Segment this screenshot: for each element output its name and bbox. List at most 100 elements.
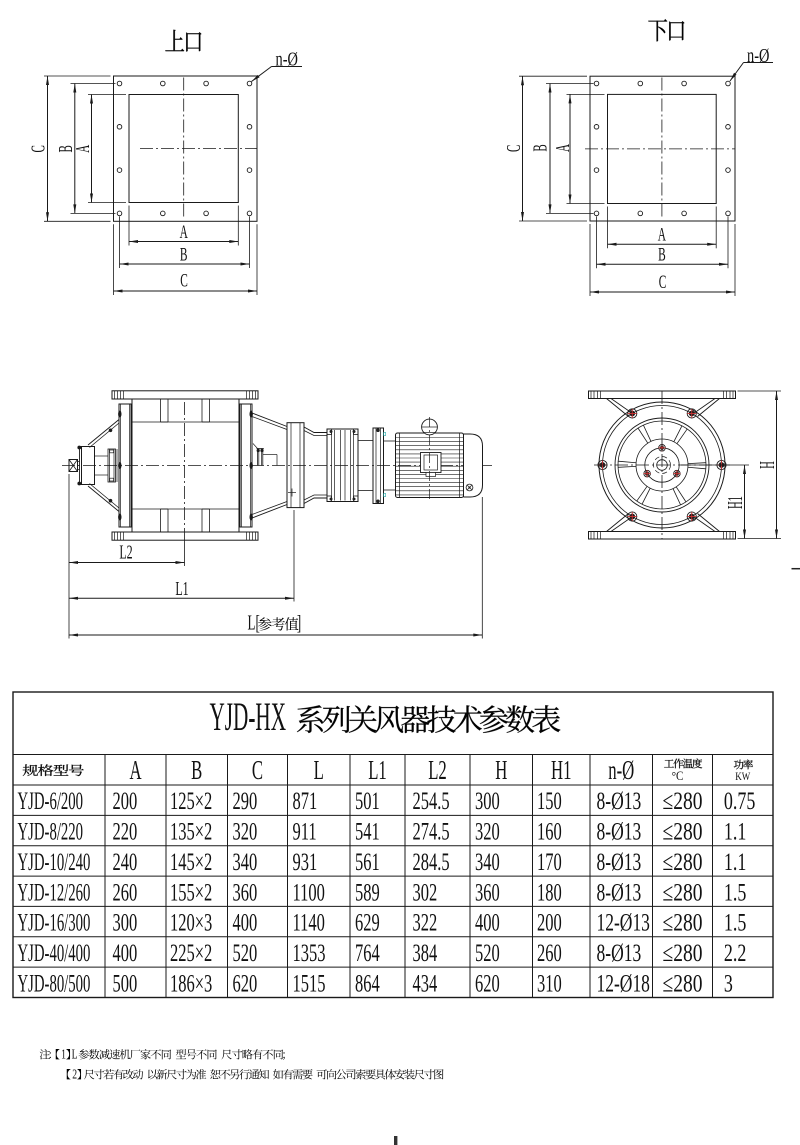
svg-text:≤280: ≤280 bbox=[663, 787, 703, 815]
svg-text:1: 1 bbox=[61, 1047, 66, 1062]
svg-text:B: B bbox=[530, 144, 551, 151]
svg-text:≤280: ≤280 bbox=[663, 878, 703, 906]
svg-text:L: L bbox=[72, 1047, 78, 1062]
svg-text:520: 520 bbox=[233, 939, 258, 967]
svg-text:931: 931 bbox=[293, 847, 318, 875]
svg-text:L[: L[ bbox=[248, 610, 260, 634]
svg-text:8-Ø13: 8-Ø13 bbox=[597, 878, 642, 906]
svg-text:170: 170 bbox=[537, 847, 562, 875]
svg-text:YJD-16/300: YJD-16/300 bbox=[18, 910, 91, 937]
svg-text:C: C bbox=[659, 272, 667, 293]
svg-text:620: 620 bbox=[475, 969, 500, 997]
svg-text:186×3: 186×3 bbox=[170, 969, 212, 997]
svg-text:225×2: 225×2 bbox=[170, 939, 212, 967]
svg-text:155×2: 155×2 bbox=[170, 878, 212, 906]
svg-text:YJD-40/400: YJD-40/400 bbox=[18, 940, 91, 967]
svg-text:C: C bbox=[28, 145, 49, 152]
svg-text:YJD-10/240: YJD-10/240 bbox=[18, 849, 91, 876]
svg-text:541: 541 bbox=[355, 817, 380, 845]
svg-text:340: 340 bbox=[475, 847, 500, 875]
svg-text:284.5: 284.5 bbox=[413, 847, 450, 875]
svg-text:L2: L2 bbox=[119, 540, 132, 563]
svg-text:≤280: ≤280 bbox=[663, 848, 703, 876]
svg-text:200: 200 bbox=[537, 908, 562, 936]
svg-text:H: H bbox=[755, 461, 779, 469]
svg-text:H1: H1 bbox=[723, 496, 747, 509]
svg-text:400: 400 bbox=[113, 939, 138, 967]
svg-text:290: 290 bbox=[233, 787, 258, 815]
svg-text:YJD-6/200: YJD-6/200 bbox=[18, 788, 84, 815]
svg-text:0.75: 0.75 bbox=[724, 787, 756, 815]
svg-text:8-Ø13: 8-Ø13 bbox=[597, 939, 642, 967]
svg-text:160: 160 bbox=[537, 817, 562, 845]
svg-text:620: 620 bbox=[233, 969, 258, 997]
svg-text:≤280: ≤280 bbox=[663, 817, 703, 845]
svg-text:1.1: 1.1 bbox=[724, 848, 746, 876]
svg-text:260: 260 bbox=[537, 939, 562, 967]
svg-text:300: 300 bbox=[475, 787, 500, 815]
svg-text:]: ] bbox=[297, 610, 301, 634]
svg-text:1140: 1140 bbox=[293, 908, 325, 936]
svg-text:YJD-8/220: YJD-8/220 bbox=[18, 819, 84, 846]
svg-text:302: 302 bbox=[413, 878, 438, 906]
svg-text:180: 180 bbox=[537, 878, 562, 906]
svg-text:240: 240 bbox=[113, 847, 138, 875]
svg-text:500: 500 bbox=[113, 969, 138, 997]
svg-text:B: B bbox=[56, 145, 77, 152]
svg-text:A: A bbox=[129, 755, 142, 785]
svg-text:871: 871 bbox=[293, 787, 318, 815]
svg-text:L: L bbox=[314, 755, 324, 785]
svg-text:n-Ø: n-Ø bbox=[608, 755, 634, 785]
svg-text:H1: H1 bbox=[551, 755, 571, 785]
svg-text:254.5: 254.5 bbox=[413, 787, 450, 815]
svg-text:501: 501 bbox=[355, 787, 380, 815]
svg-text:YJD-12/260: YJD-12/260 bbox=[18, 880, 91, 907]
svg-text:L2: L2 bbox=[428, 755, 447, 785]
svg-text:322: 322 bbox=[413, 908, 438, 936]
svg-text:B: B bbox=[180, 245, 188, 266]
svg-text:400: 400 bbox=[233, 908, 258, 936]
svg-text:L1: L1 bbox=[368, 755, 387, 785]
svg-text:589: 589 bbox=[355, 878, 380, 906]
svg-text:260: 260 bbox=[113, 878, 138, 906]
svg-text:8-Ø13: 8-Ø13 bbox=[597, 848, 642, 876]
svg-text:A: A bbox=[73, 145, 94, 153]
svg-text:L1: L1 bbox=[175, 577, 188, 600]
svg-text:8-Ø13: 8-Ø13 bbox=[597, 818, 642, 846]
svg-text:1353: 1353 bbox=[293, 939, 326, 967]
svg-text:320: 320 bbox=[475, 817, 500, 845]
svg-text:2: 2 bbox=[72, 1067, 77, 1082]
svg-text:KW: KW bbox=[735, 771, 750, 783]
svg-text:12-Ø18: 12-Ø18 bbox=[597, 969, 650, 997]
svg-text:864: 864 bbox=[355, 969, 380, 997]
svg-text:1.5: 1.5 bbox=[724, 878, 747, 906]
svg-text:384: 384 bbox=[413, 939, 438, 967]
svg-text:≤280: ≤280 bbox=[663, 939, 703, 967]
svg-text:274.5: 274.5 bbox=[413, 817, 450, 845]
svg-text:764: 764 bbox=[355, 939, 380, 967]
svg-text:H: H bbox=[495, 755, 507, 785]
svg-text:n-Ø: n-Ø bbox=[747, 44, 769, 67]
svg-text:A: A bbox=[180, 222, 189, 243]
svg-text:310: 310 bbox=[537, 969, 562, 997]
svg-text:1515: 1515 bbox=[293, 969, 326, 997]
svg-text:150: 150 bbox=[537, 787, 562, 815]
svg-text:200: 200 bbox=[113, 787, 138, 815]
svg-text:YJD-HX: YJD-HX bbox=[210, 694, 287, 739]
svg-text:C: C bbox=[252, 755, 263, 785]
svg-text:C: C bbox=[504, 145, 525, 152]
svg-text:434: 434 bbox=[413, 969, 438, 997]
svg-text:12-Ø13: 12-Ø13 bbox=[597, 909, 650, 937]
svg-text:B: B bbox=[658, 245, 666, 266]
svg-text:120×3: 120×3 bbox=[170, 908, 212, 936]
svg-text:320: 320 bbox=[233, 817, 258, 845]
svg-text:B: B bbox=[191, 755, 202, 785]
svg-text:1.1: 1.1 bbox=[724, 818, 746, 846]
svg-text:145×2: 145×2 bbox=[170, 847, 212, 875]
svg-text:520: 520 bbox=[475, 939, 500, 967]
svg-text:n-Ø: n-Ø bbox=[276, 47, 298, 70]
svg-text:°C: °C bbox=[672, 768, 684, 783]
svg-text:125×2: 125×2 bbox=[170, 787, 212, 815]
svg-text:8-Ø13: 8-Ø13 bbox=[597, 787, 642, 815]
svg-text:A: A bbox=[553, 144, 574, 152]
